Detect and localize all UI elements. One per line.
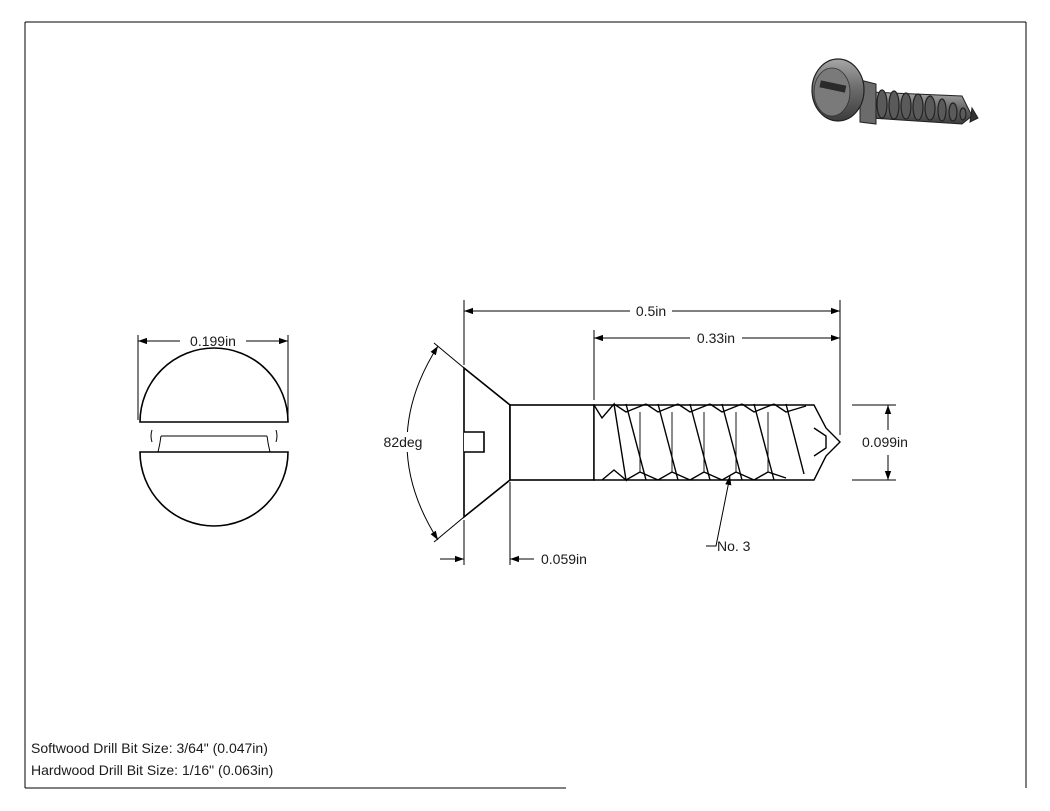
slot-preview bbox=[819, 80, 847, 93]
threads bbox=[593, 402, 841, 482]
head-end-view bbox=[139, 347, 289, 527]
thread-diameter-dimension: 0.099in bbox=[852, 404, 908, 481]
head-angle-label: 82deg bbox=[384, 434, 423, 450]
overall-length-label: 0.5in bbox=[636, 303, 666, 319]
screw-size-leader: No. 3 bbox=[706, 475, 751, 554]
head-diameter-dimension: 0.199in bbox=[137, 333, 289, 420]
thread-diameter-label: 0.099in bbox=[862, 434, 908, 450]
head-height-dimension: 0.059in bbox=[440, 482, 587, 567]
thread-length-dimension: 0.33in bbox=[593, 330, 840, 400]
head-diameter-label: 0.199in bbox=[190, 333, 236, 349]
softwood-drill-note: Softwood Drill Bit Size: 3/64" (0.047in) bbox=[31, 740, 268, 756]
thread-ridges-preview bbox=[876, 89, 967, 122]
head-angle-dimension: 82deg bbox=[378, 342, 465, 543]
sheet-border bbox=[24, 21, 1027, 789]
head-height-label: 0.059in bbox=[541, 551, 587, 567]
hardwood-drill-note: Hardwood Drill Bit Size: 1/16" (0.063in) bbox=[31, 762, 273, 778]
overall-length-dimension: 0.5in bbox=[463, 300, 841, 435]
screw-size-label: No. 3 bbox=[717, 538, 751, 554]
thread-length-label: 0.33in bbox=[697, 330, 735, 346]
screw-3d-preview bbox=[811, 58, 979, 125]
screw-side-view bbox=[463, 366, 841, 519]
drill-bit-notes: Softwood Drill Bit Size: 3/64" (0.047in)… bbox=[31, 740, 273, 778]
